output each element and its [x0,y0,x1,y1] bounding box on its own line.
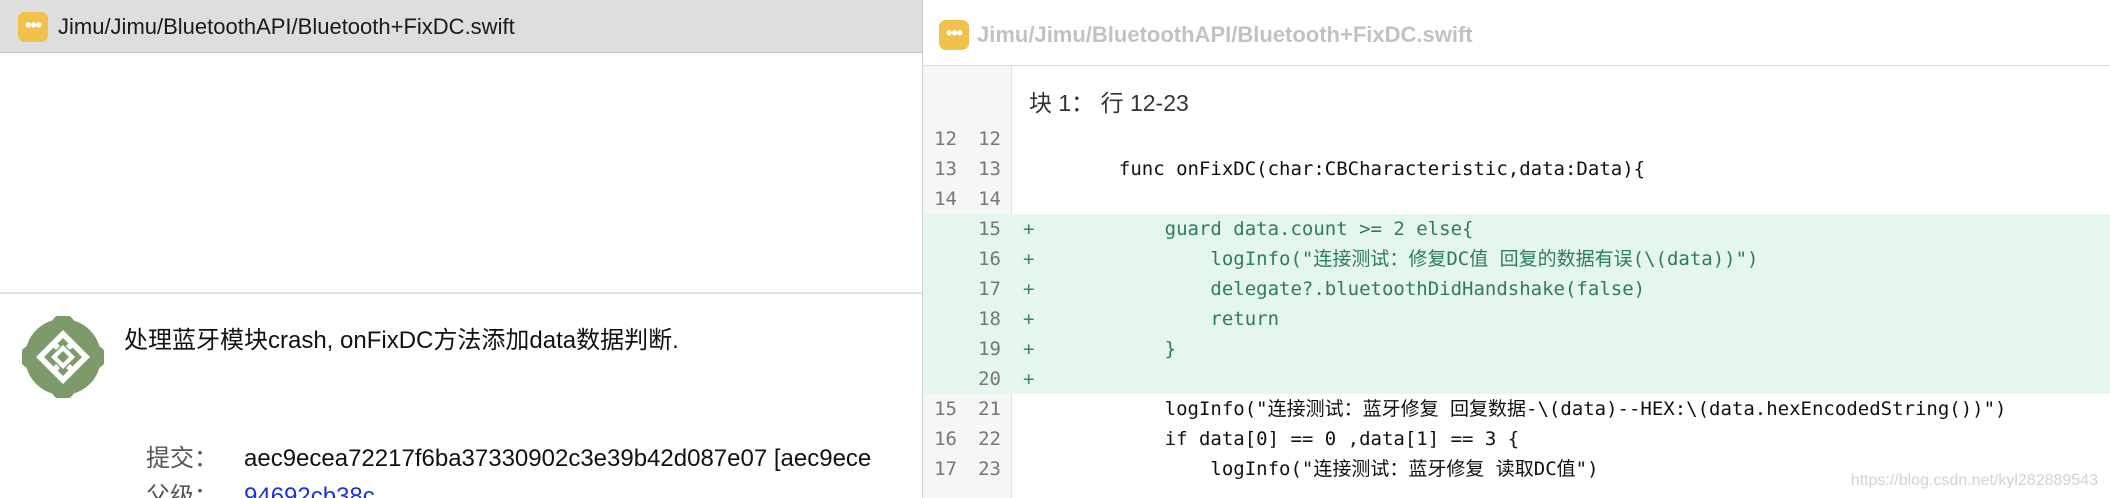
new-line-number: 21 [978,398,1001,420]
file-tab-left[interactable]: ••• Jimu/Jimu/BluetoothAPI/Bluetooth+Fix… [0,0,922,53]
hunk-header: 块 1： 行 12-23 [1029,90,1189,116]
diff-sign: + [1023,248,1035,270]
new-line-number: 13 [978,158,1001,180]
old-line-number: 14 [934,188,957,210]
file-swift-icon: ••• [939,20,969,50]
parent-label: 父级： [146,483,218,498]
new-line-number: 12 [978,128,1001,150]
old-line-number: 17 [934,458,957,480]
new-line-number: 19 [978,338,1001,360]
code-text: if data[0] == 0 ,data[1] == 3 { [1096,428,1520,450]
commit-message: 处理蓝牙模块crash, onFixDC方法添加data数据判断. [124,327,679,354]
diff-line-added: 15 + guard data.count >= 2 else{ [923,214,2110,244]
watermark: https://blog.csdn.net/kyl282889543 [1850,472,2098,489]
file-swift-icon: ••• [18,12,48,42]
diff-sign: + [1023,338,1035,360]
code-text: return [1096,308,1280,330]
diff-line: 16 22 if data[0] == 0 ,data[1] == 3 { [923,424,2110,454]
diff-line: 14 14 [923,184,2110,214]
gutter-cell [923,334,1012,364]
new-line-number: 23 [978,458,1001,480]
new-line-number: 18 [978,308,1001,330]
parent-hash-link[interactable]: 94692cb38c [244,483,375,498]
code-text: func onFixDC(char:CBCharacteristic,data:… [1096,158,1646,180]
new-line-number: 16 [978,248,1001,270]
diff-sign: + [1023,278,1035,300]
commit-hash-row: 提交： aec9ecea72217f6ba37330902c3e39b42d087… [146,438,871,473]
code-text: } [1096,338,1177,360]
new-line-number: 15 [978,218,1001,240]
commit-detail-pane: ••• Jimu/Jimu/BluetoothAPI/Bluetooth+Fix… [0,0,922,498]
diff-line: 13 13 func onFixDC(char:CBCharacteristic… [923,154,2110,184]
diff-line-added: 20 + [923,364,2110,394]
parent-hash-row: 父级： 94692cb38c [146,476,375,498]
diff-sign: + [1023,218,1035,240]
diff-line: 17 23 logInfo("连接测试：蓝牙修复 读取DC值") [923,454,2110,484]
new-line-number: 14 [978,188,1001,210]
old-line-number: 15 [934,398,957,420]
gutter-cell [923,304,1012,334]
file-tab-title: Jimu/Jimu/BluetoothAPI/Bluetooth+FixDC.s… [977,22,1473,47]
new-line-number: 22 [978,428,1001,450]
identicon-avatar [22,316,104,398]
code-text: logInfo("连接测试：蓝牙修复 读取DC值") [1096,458,1599,480]
gutter-cell [923,274,1012,304]
commit-hash: aec9ecea72217f6ba37330902c3e39b42d087e07… [244,445,872,472]
code-text: logInfo("连接测试：蓝牙修复 回复数据-\(data)--HEX:\(d… [1096,398,2007,420]
code-text: guard data.count >= 2 else{ [1096,218,1474,240]
new-line-number: 20 [978,368,1001,390]
diff-line: 15 21 logInfo("连接测试：蓝牙修复 回复数据-\(data)--H… [923,394,2110,424]
old-line-number: 16 [934,428,957,450]
diff-pane: ••• Jimu/Jimu/BluetoothAPI/Bluetooth+Fix… [922,0,2110,498]
old-line-number: 13 [934,158,957,180]
code-text: logInfo("连接测试：修复DC值 回复的数据有误(\(data))") [1096,248,1759,270]
file-tab-right[interactable]: ••• Jimu/Jimu/BluetoothAPI/Bluetooth+Fix… [923,0,2110,66]
old-line-number: 12 [934,128,957,150]
gutter-cell [923,244,1012,274]
diff-sign: + [1023,368,1035,390]
gutter-cell [923,214,1012,244]
diff-sign: + [1023,308,1035,330]
section-divider [0,292,922,294]
commit-label: 提交： [146,445,218,472]
code-text: delegate?.bluetoothDidHandshake(false) [1096,278,1646,300]
new-line-number: 17 [978,278,1001,300]
diff-line-added: 16 + logInfo("连接测试：修复DC值 回复的数据有误(\(data)… [923,244,2110,274]
diff-line: 12 12 [923,124,2110,154]
file-tab-title: Jimu/Jimu/BluetoothAPI/Bluetooth+FixDC.s… [58,14,515,39]
diff-line-added: 19 + } [923,334,2110,364]
diff-line-added: 18 + return [923,304,2110,334]
gutter-cell [923,364,1012,394]
diff-line-added: 17 + delegate?.bluetoothDidHandshake(fal… [923,274,2110,304]
